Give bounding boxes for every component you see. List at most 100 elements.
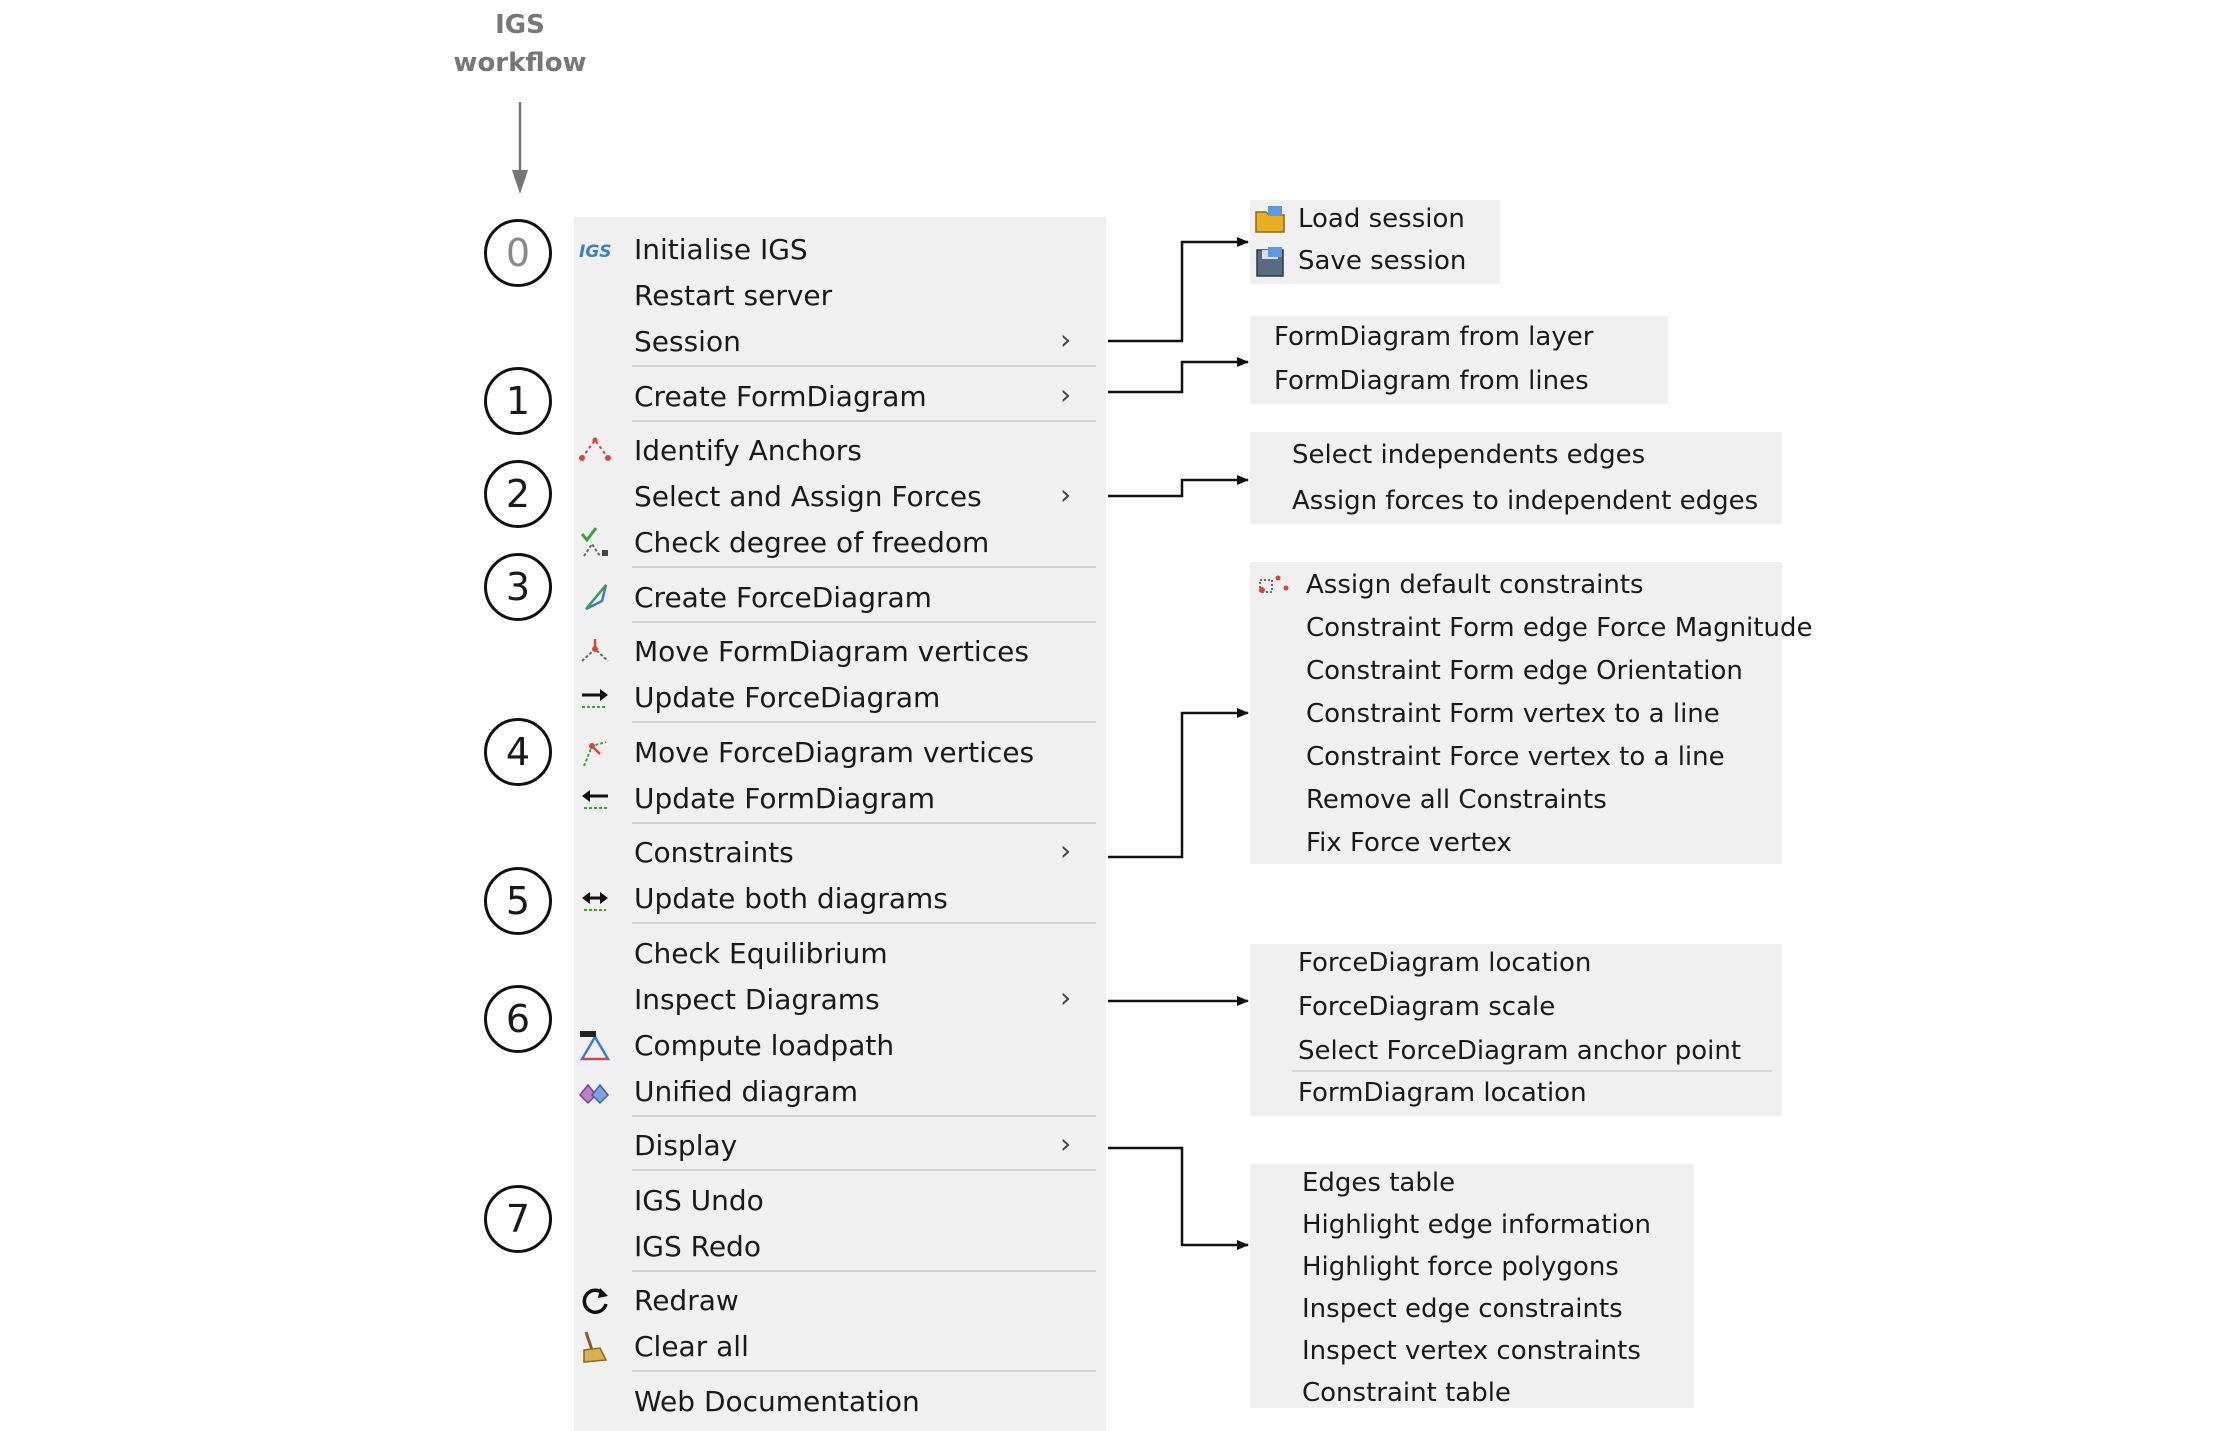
chevron-right-icon: › xyxy=(1060,323,1072,356)
submenu-display: Edges table Highlight edge information H… xyxy=(1250,1164,1694,1408)
menu-item-label: Update ForceDiagram xyxy=(634,681,941,714)
menu-item-label: Update both diagrams xyxy=(634,882,948,915)
menu-item-label: Check Equilibrium xyxy=(634,937,888,970)
default-constraints-icon xyxy=(1256,572,1290,604)
menu-item-compute-loadpath[interactable]: Compute loadpath xyxy=(574,1023,1106,1069)
menu-item-create-forcediagram[interactable]: Create ForceDiagram xyxy=(574,575,1106,621)
update-both-icon xyxy=(578,882,612,916)
submenu-item-assign-default-constraints[interactable]: Assign default constraints xyxy=(1306,570,1644,600)
arrow-create-form xyxy=(1108,357,1249,394)
menu-item-label: Select and Assign Forces xyxy=(634,480,982,513)
menu-item-label: Update FormDiagram xyxy=(634,782,936,815)
step-3-marker: 3 xyxy=(484,553,552,621)
submenu-item-forcediagram-scale[interactable]: ForceDiagram scale xyxy=(1298,992,1556,1022)
chevron-right-icon: › xyxy=(1060,1127,1072,1160)
menu-item-label: Clear all xyxy=(634,1330,749,1363)
menu-item-label: Redraw xyxy=(634,1284,739,1317)
menu-item-update-both[interactable]: Update both diagrams xyxy=(574,876,1106,922)
clear-broom-icon xyxy=(578,1330,612,1364)
menu-item-igs-undo[interactable]: IGS Undo xyxy=(574,1178,1106,1224)
menu-item-web-documentation[interactable]: Web Documentation xyxy=(574,1379,1106,1425)
menu-item-update-forcediagram[interactable]: Update ForceDiagram xyxy=(574,675,1106,721)
dof-icon xyxy=(578,526,612,560)
arrow-session xyxy=(1108,237,1249,343)
menu-separator xyxy=(632,922,1096,924)
menu-item-igs-redo[interactable]: IGS Redo xyxy=(574,1224,1106,1270)
menu-item-session[interactable]: Session › xyxy=(574,319,1106,365)
menu-item-initialise-igs[interactable]: IGS Initialise IGS xyxy=(574,227,1106,273)
workflow-title-line1: IGS xyxy=(495,10,545,40)
submenu-item-assign-forces[interactable]: Assign forces to independent edges xyxy=(1292,486,1759,516)
menu-item-identify-anchors[interactable]: Identify Anchors xyxy=(574,428,1106,474)
menu-item-move-form-vertices[interactable]: Move FormDiagram vertices xyxy=(574,629,1106,675)
submenu-item-load-session[interactable]: Load session xyxy=(1298,204,1465,234)
menu-separator xyxy=(632,1169,1096,1171)
menu-item-label: Constraints xyxy=(634,836,794,869)
menu-item-create-formdiagram[interactable]: Create FormDiagram › xyxy=(574,374,1106,420)
move-form-vertices-icon xyxy=(578,635,612,669)
menu-item-redraw[interactable]: Redraw xyxy=(574,1278,1106,1324)
submenu-item-form-from-layer[interactable]: FormDiagram from layer xyxy=(1274,322,1594,352)
load-session-icon xyxy=(1254,204,1288,240)
submenu-item-highlight-edge-info[interactable]: Highlight edge information xyxy=(1302,1210,1651,1240)
menu-separator xyxy=(632,365,1096,367)
submenu-item-constraint-form-vertex[interactable]: Constraint Form vertex to a line xyxy=(1306,699,1720,729)
step-2-marker: 2 xyxy=(484,460,552,528)
force-diagram-icon xyxy=(578,581,612,615)
step-6-marker: 6 xyxy=(484,985,552,1053)
menu-item-update-formdiagram[interactable]: Update FormDiagram xyxy=(574,776,1106,822)
submenu-item-forcediagram-location[interactable]: ForceDiagram location xyxy=(1298,948,1592,978)
loadpath-icon xyxy=(578,1029,612,1063)
menu-item-check-dof[interactable]: Check degree of freedom xyxy=(574,520,1106,566)
menu-item-clear-all[interactable]: Clear all xyxy=(574,1324,1106,1370)
submenu-item-formdiagram-location[interactable]: FormDiagram location xyxy=(1298,1078,1587,1108)
arrow-constraints xyxy=(1108,708,1249,859)
menu-item-label: Move FormDiagram vertices xyxy=(634,635,1029,668)
menu-item-label: Display xyxy=(634,1129,738,1162)
menu-item-restart-server[interactable]: Restart server xyxy=(574,273,1106,319)
igs-main-menu: IGS Initialise IGS Restart server Sessio… xyxy=(574,217,1106,1431)
redraw-icon xyxy=(578,1284,612,1318)
submenu-session: Load session Save session xyxy=(1250,200,1500,284)
step-5-marker: 5 xyxy=(484,867,552,935)
submenu-item-inspect-edge-constraints[interactable]: Inspect edge constraints xyxy=(1302,1294,1623,1324)
menu-item-check-equilibrium[interactable]: Check Equilibrium xyxy=(574,931,1106,977)
menu-item-label: Create FormDiagram xyxy=(634,380,927,413)
chevron-right-icon: › xyxy=(1060,981,1072,1014)
menu-item-display[interactable]: Display › xyxy=(574,1123,1106,1169)
chevron-right-icon: › xyxy=(1060,834,1072,867)
menu-item-label: Restart server xyxy=(634,279,833,312)
submenu-item-constraint-edge-force[interactable]: Constraint Form edge Force Magnitude xyxy=(1306,613,1813,643)
submenu-item-remove-constraints[interactable]: Remove all Constraints xyxy=(1306,785,1607,815)
menu-item-label: Identify Anchors xyxy=(634,434,862,467)
step-0-marker: 0 xyxy=(484,219,552,287)
submenu-item-select-independent-edges[interactable]: Select independents edges xyxy=(1292,440,1646,470)
menu-item-label: Compute loadpath xyxy=(634,1029,895,1062)
submenu-item-constraint-table[interactable]: Constraint table xyxy=(1302,1378,1511,1408)
submenu-item-edges-table[interactable]: Edges table xyxy=(1302,1168,1456,1198)
menu-item-label: Session xyxy=(634,325,741,358)
submenu-create-formdiagram: FormDiagram from layer FormDiagram from … xyxy=(1250,316,1668,404)
submenu-item-form-from-lines[interactable]: FormDiagram from lines xyxy=(1274,366,1589,396)
submenu-inspect-diagrams: ForceDiagram location ForceDiagram scale… xyxy=(1250,944,1782,1116)
menu-item-select-assign-forces[interactable]: Select and Assign Forces › xyxy=(574,474,1106,520)
submenu-item-save-session[interactable]: Save session xyxy=(1298,246,1467,276)
submenu-item-highlight-force-polygons[interactable]: Highlight force polygons xyxy=(1302,1252,1619,1282)
menu-item-unified-diagram[interactable]: Unified diagram xyxy=(574,1069,1106,1115)
menu-item-constraints[interactable]: Constraints › xyxy=(574,830,1106,876)
submenu-item-constraint-force-vertex[interactable]: Constraint Force vertex to a line xyxy=(1306,742,1725,772)
submenu-constraints: Assign default constraints Constraint Fo… xyxy=(1250,562,1812,864)
menu-separator xyxy=(632,420,1096,422)
workflow-arrow-head xyxy=(512,170,528,194)
menu-item-move-force-vertices[interactable]: Move ForceDiagram vertices xyxy=(574,730,1106,776)
submenu-item-constraint-edge-orientation[interactable]: Constraint Form edge Orientation xyxy=(1306,656,1743,686)
submenu-item-fix-force-vertex[interactable]: Fix Force vertex xyxy=(1306,828,1512,858)
menu-item-label: Move ForceDiagram vertices xyxy=(634,736,1035,769)
submenu-item-inspect-vertex-constraints[interactable]: Inspect vertex constraints xyxy=(1302,1336,1641,1366)
chevron-right-icon: › xyxy=(1060,378,1072,411)
menu-separator xyxy=(632,1115,1096,1117)
step-7-marker: 7 xyxy=(484,1185,552,1253)
menu-item-inspect-diagrams[interactable]: Inspect Diagrams › xyxy=(574,977,1106,1023)
submenu-item-forcediagram-anchor[interactable]: Select ForceDiagram anchor point xyxy=(1298,1036,1742,1066)
